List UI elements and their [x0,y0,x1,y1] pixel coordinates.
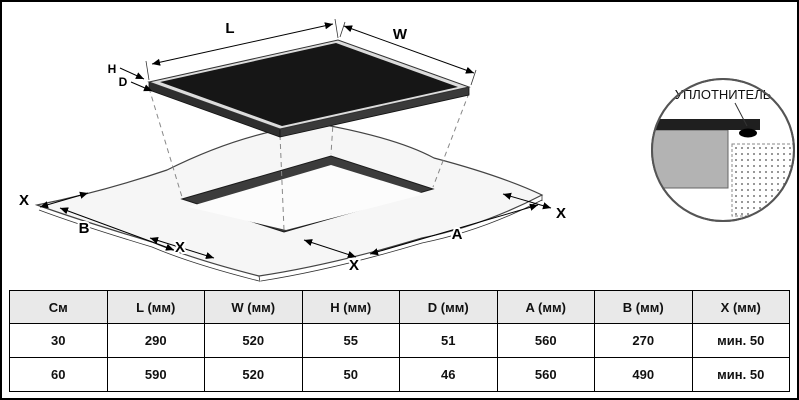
table-cell: 590 [106,357,205,392]
table-header-row: См L (мм) W (мм) H (мм) D (мм) A (мм) B … [9,290,790,324]
label-L: L [225,20,234,37]
col-header-h: H (мм) [301,290,400,324]
cooktop-glass [160,43,458,126]
label-W: W [393,26,408,43]
label-D: D [119,75,128,89]
col-header-d: D (мм) [399,290,498,324]
label-H: H [108,62,117,76]
col-header-l: L (мм) [106,290,205,324]
dimension-X-bottom-left: X [149,236,215,260]
table-cell: 520 [204,357,303,392]
detail-glass-section [652,119,760,130]
countertop-cutout [180,155,435,233]
table-cell: 51 [399,323,498,358]
table-cell: 50 [301,357,400,392]
seal-detail-view: УПЛОТНИТЕЛЬ [651,78,795,222]
table-cell: 290 [106,323,205,358]
dimension-X-bottom-center: X [303,239,361,276]
col-header-b: B (мм) [594,290,693,324]
dimensions-table: См L (мм) W (мм) H (мм) D (мм) A (мм) B … [9,290,790,392]
col-header-cm: См [9,290,108,324]
dimension-D: D [117,74,153,92]
detail-seal [739,128,757,138]
table-cell: мин. 50 [691,357,790,392]
dimensions-table-wrap: См L (мм) W (мм) H (мм) D (мм) A (мм) B … [9,290,790,392]
table-cell: 30 [9,323,108,358]
table-row: 60 590 520 50 46 560 490 мин. 50 [9,357,790,392]
table-cell: мин. 50 [691,323,790,358]
table-cell: 46 [399,357,498,392]
dimension-L: L [145,18,339,81]
dimension-X-right: X [502,192,568,224]
table-cell: 520 [204,323,303,358]
label-A: A [452,226,463,243]
label-X-right: X [556,205,566,222]
dimension-W: W [339,21,477,86]
dimension-H: H [106,61,145,80]
table-cell: 60 [9,357,108,392]
seal-label: УПЛОТНИТЕЛЬ [675,87,772,102]
col-header-a: A (мм) [496,290,595,324]
dimension-X-left: X [17,190,89,211]
table-cell: 560 [496,323,595,358]
diagram-area: L W H D X [2,2,797,285]
installation-diagram: L W H D X [17,18,795,283]
table-cell: 490 [594,357,693,392]
detail-dotted-section [731,143,794,217]
label-X-bottom-center: X [349,257,359,274]
table-cell: 55 [301,323,400,358]
table-row: 30 290 520 55 51 560 270 мин. 50 [9,323,790,358]
detail-countertop-section [652,129,729,189]
label-X-left: X [19,192,29,209]
table-cell: 270 [594,323,693,358]
label-B: B [79,220,90,237]
col-header-x: X (мм) [691,290,790,324]
table-cell: 560 [496,357,595,392]
col-header-w: W (мм) [204,290,303,324]
label-X-bottom-left: X [175,239,185,256]
dimension-A: A [369,203,539,256]
